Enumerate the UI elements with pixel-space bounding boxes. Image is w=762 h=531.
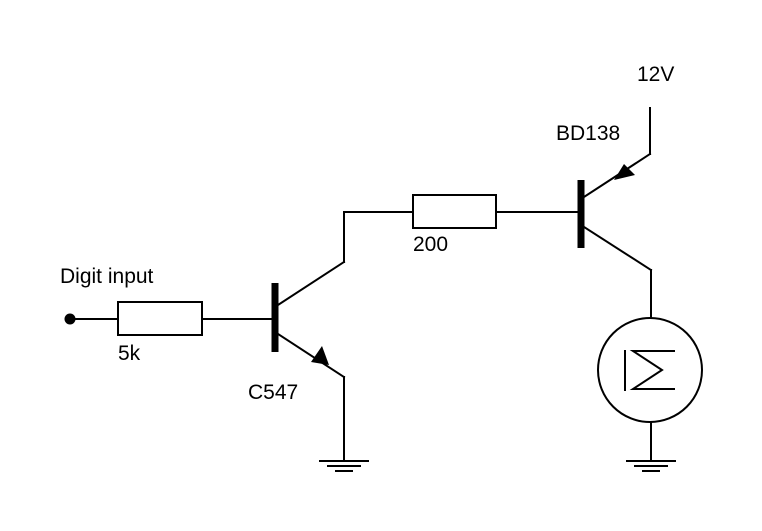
label-r2: 200: [413, 233, 448, 256]
q1-emitter-arrow-icon: [311, 346, 329, 365]
q1-emitter: [276, 332, 346, 379]
label-r1: 5k: [118, 342, 141, 365]
q2-collector: [582, 225, 653, 272]
label-q1: C547: [248, 381, 298, 404]
label-q2: BD138: [556, 122, 620, 145]
ground-symbol-q1: [319, 460, 369, 472]
q2-emitter-arrow-icon: [614, 164, 635, 180]
ground-symbol-motor: [626, 460, 676, 472]
label-supply: 12V: [637, 63, 674, 86]
motor-circle: [597, 317, 703, 423]
q1-collector: [276, 260, 346, 307]
resistor-r2: [412, 194, 497, 229]
motor-icon: [624, 350, 675, 391]
resistor-r1: [117, 301, 203, 336]
label-digit-input: Digit input: [60, 265, 154, 288]
